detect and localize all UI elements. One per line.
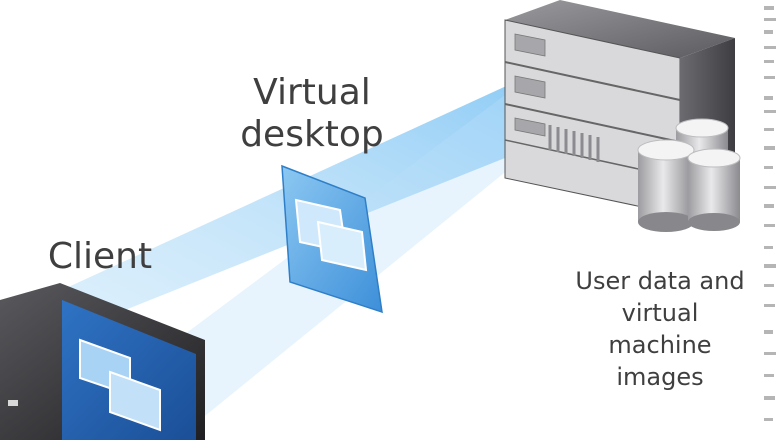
database-cylinders-icon <box>637 118 741 232</box>
virtual-desktop-label-line-2: desktop <box>240 114 384 155</box>
storage-label: User data and virtual machine images <box>560 265 760 393</box>
virtual-desktop-label-line-1: Virtual <box>253 72 371 113</box>
cropped-edge <box>760 0 780 440</box>
client-monitor-icon <box>0 283 205 440</box>
storage-label-line-4: images <box>616 363 704 391</box>
storage-label-line-3: machine <box>608 331 712 359</box>
storage-label-line-1: User data and <box>575 267 745 295</box>
virtual-desktop-label: Virtual desktop <box>222 72 402 156</box>
virtual-desktop-window-icon <box>281 164 383 314</box>
client-label: Client <box>47 236 153 277</box>
storage-label-line-2: virtual <box>621 299 699 327</box>
